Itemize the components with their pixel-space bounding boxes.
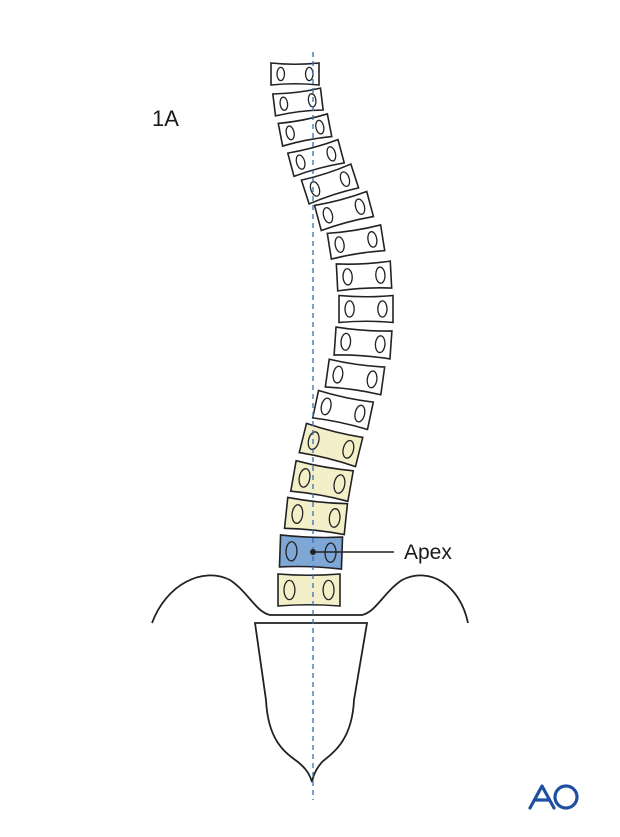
left-pedicle: [283, 579, 296, 601]
left-pedicle: [276, 66, 286, 82]
left-pedicle: [322, 207, 334, 224]
left-pedicle: [285, 125, 295, 141]
vertebral-body: [289, 459, 355, 503]
right-pedicle: [315, 119, 325, 135]
vertebra-3: [277, 112, 333, 148]
left-pedicle: [344, 300, 355, 318]
left-pedicle: [307, 431, 320, 451]
vertebra-4: [286, 138, 346, 178]
vertebral-body: [298, 422, 364, 468]
vertebra-6: [313, 190, 375, 232]
right-pedicle: [339, 171, 351, 188]
left-pedicle: [320, 397, 332, 416]
right-pedicle: [375, 266, 386, 284]
spine: [270, 62, 394, 607]
left-pedicle: [285, 541, 298, 562]
left-pedicle: [298, 468, 311, 488]
vertebra-12: [311, 389, 375, 431]
vertebral-body: [313, 190, 375, 232]
left-pedicle: [279, 96, 289, 111]
vertebral-body: [271, 87, 325, 117]
vertebra-2: [271, 87, 325, 117]
left-pedicle: [332, 365, 344, 384]
right-pedicle: [354, 404, 366, 423]
right-pedicle: [326, 146, 337, 162]
right-pedicle: [377, 300, 388, 318]
vertebral-body: [338, 294, 394, 324]
right-pedicle: [322, 579, 335, 601]
left-pedicle: [291, 504, 304, 524]
vertebra-10: [333, 326, 393, 360]
right-pedicle: [354, 198, 366, 215]
vertebral-body: [333, 326, 393, 360]
vertebra-13: [298, 422, 364, 468]
right-pedicle: [342, 439, 355, 459]
pelvis-outline: [151, 574, 469, 624]
right-pedicle: [374, 335, 386, 354]
ao-logo: [528, 784, 579, 810]
figure-label: 1A: [152, 106, 179, 131]
vertebra-1: [270, 62, 320, 86]
vertebra-7: [326, 223, 386, 261]
right-pedicle: [367, 231, 378, 248]
right-pedicle: [333, 474, 346, 494]
vertebra-11: [324, 358, 386, 396]
vertebral-body: [300, 162, 360, 206]
vertebral-body: [335, 260, 393, 292]
apex-label: Apex: [404, 541, 452, 564]
vertebra-17: [277, 573, 341, 607]
vertebra-15: [283, 496, 349, 536]
vertebra-8: [335, 260, 393, 292]
left-pedicle: [340, 332, 352, 351]
vertebral-body: [324, 358, 386, 396]
vertebral-body: [270, 62, 320, 86]
right-pedicle: [366, 370, 378, 389]
vertebra-14: [289, 459, 355, 503]
left-pedicle: [342, 268, 353, 286]
sacrum-outline: [253, 622, 369, 783]
vertebral-body: [286, 138, 346, 178]
vertebra-9: [338, 294, 394, 324]
left-pedicle: [295, 154, 306, 170]
vertebral-body: [283, 496, 349, 536]
vertebral-body: [311, 389, 375, 431]
vertebral-body: [277, 112, 333, 148]
vertebral-body: [277, 573, 341, 607]
right-pedicle: [328, 508, 341, 528]
vertebral-body: [326, 223, 386, 261]
left-pedicle: [334, 236, 345, 253]
